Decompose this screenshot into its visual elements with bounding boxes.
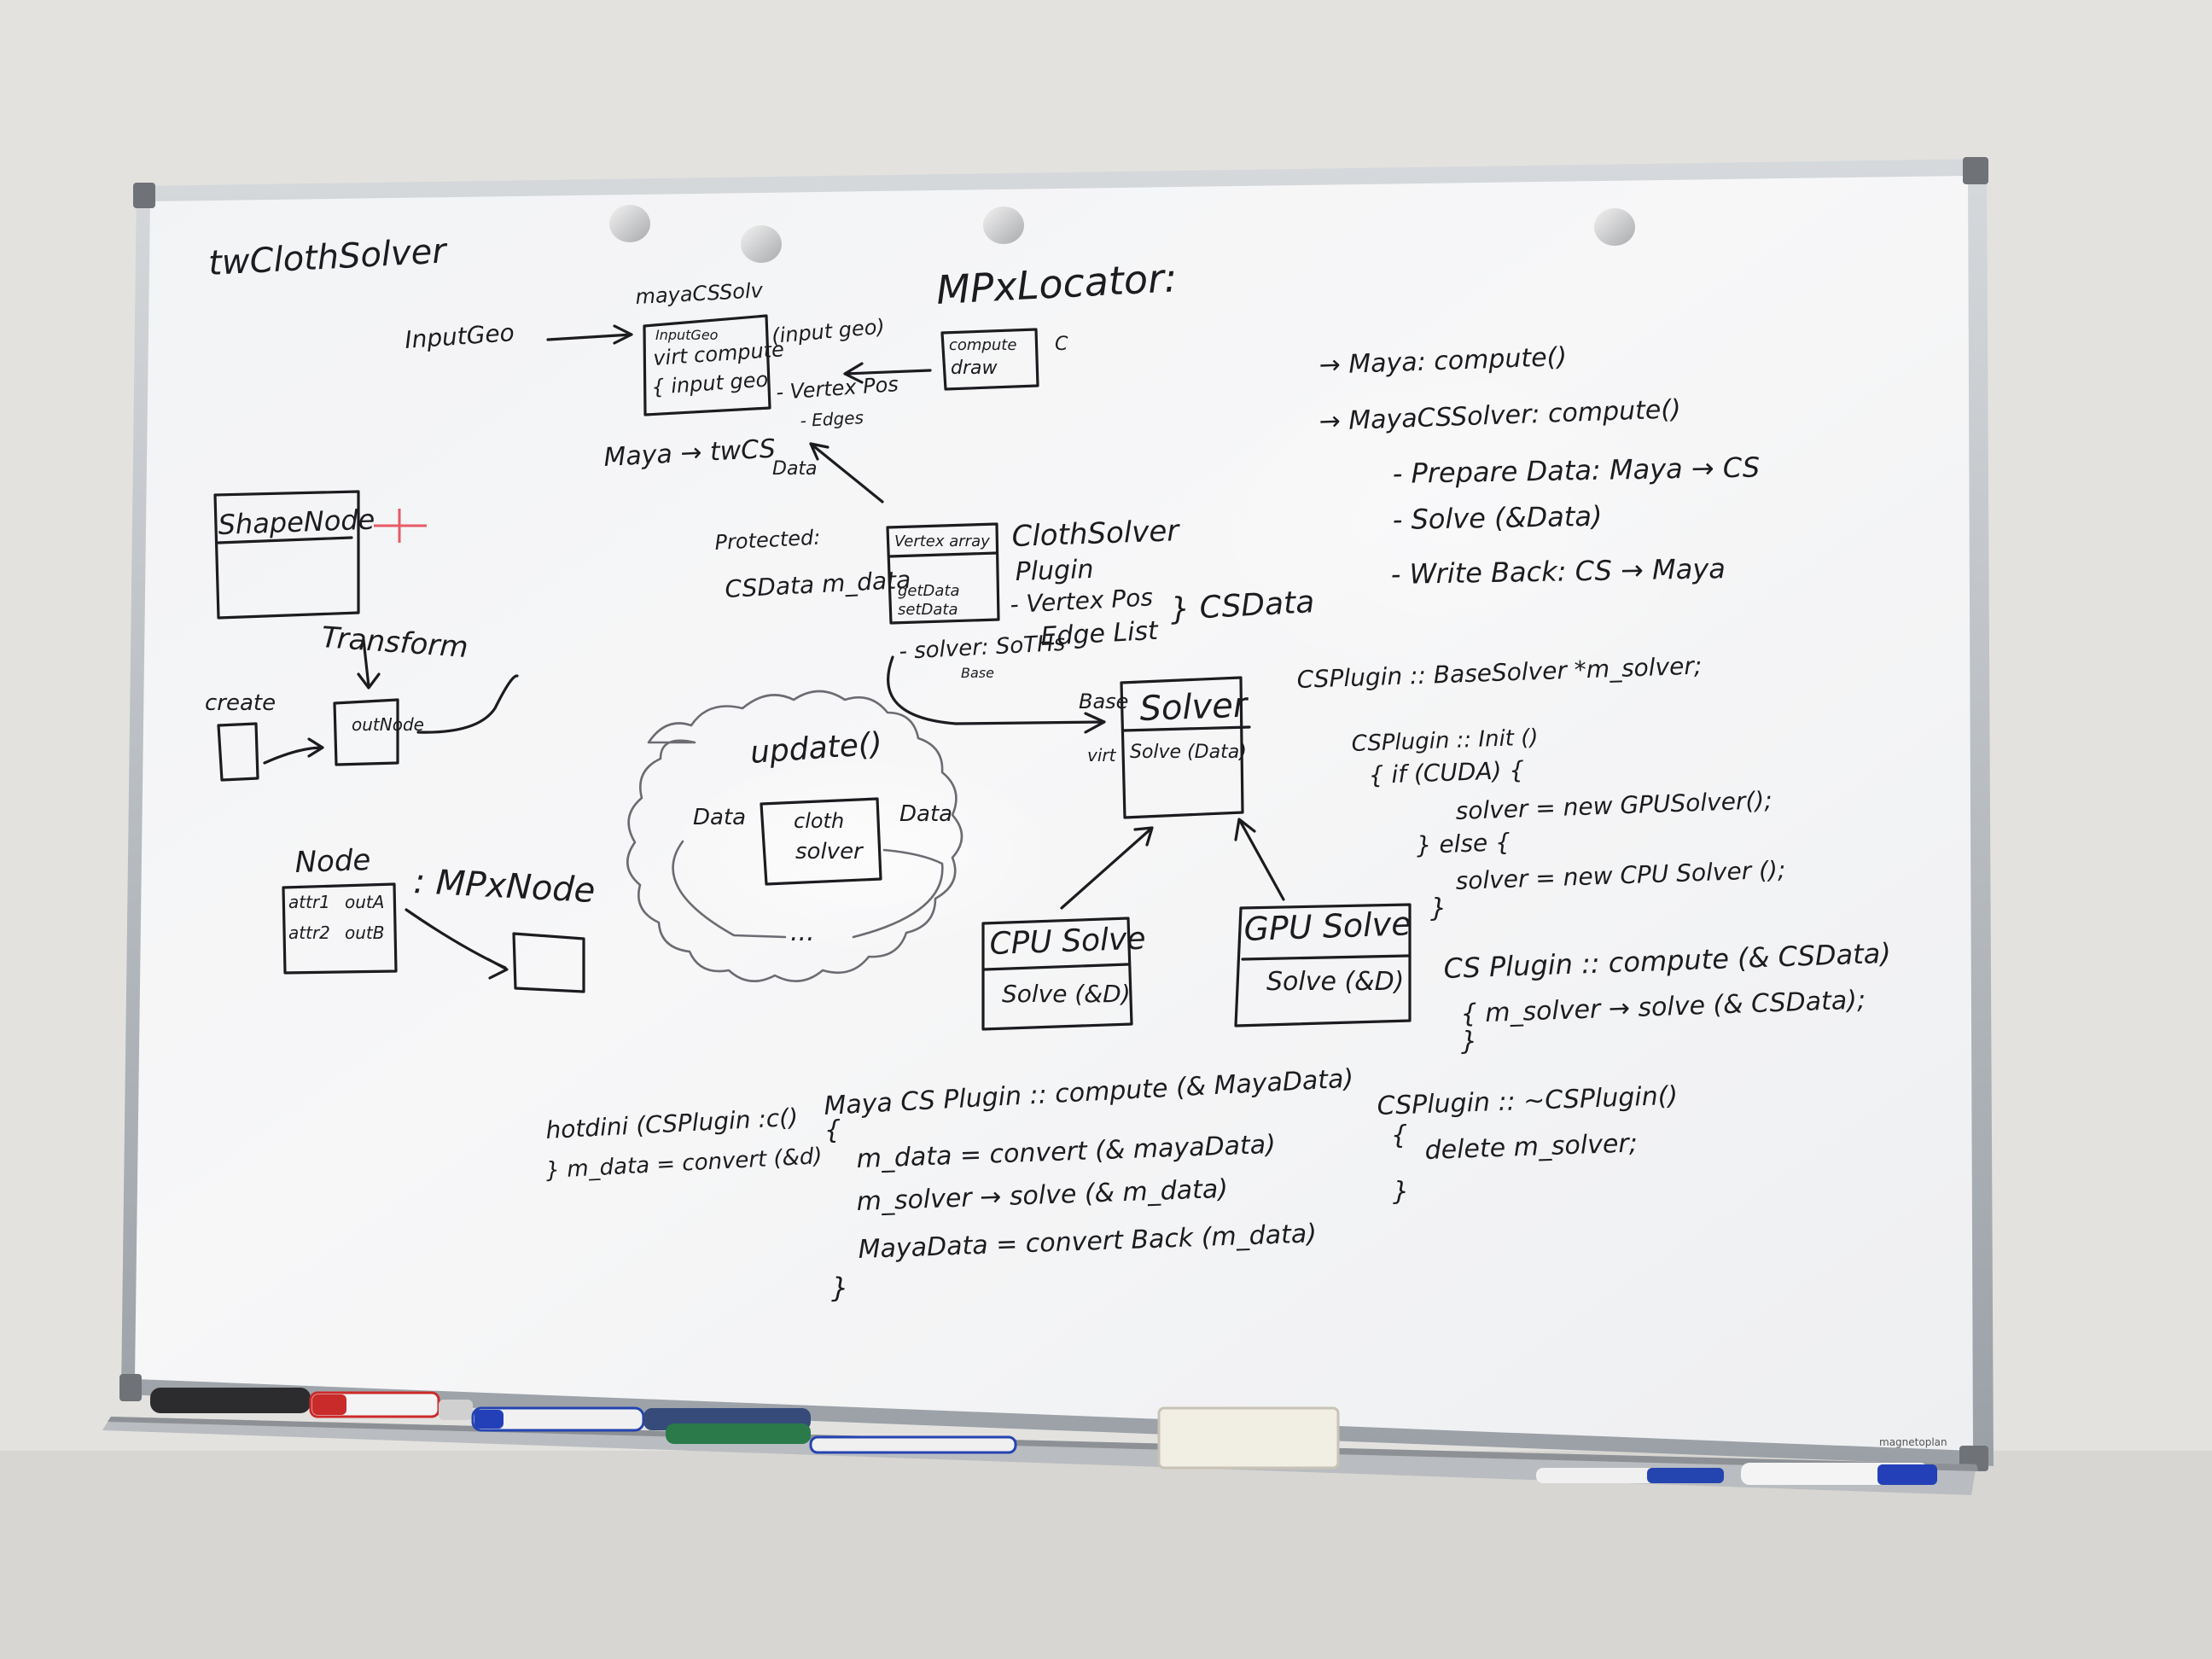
base-label: Base [1079, 690, 1128, 713]
gpu-divider [1241, 954, 1410, 961]
solver-ref-arrow [887, 655, 1106, 734]
init-close: } [1430, 894, 1447, 923]
solver-base: Base [961, 665, 994, 681]
plugin-getdata: getData [898, 582, 960, 600]
locator-c: C [1055, 334, 1068, 355]
markers: magnetoplan [150, 1388, 1947, 1485]
cloth-solver-label: ClothSolver [1011, 514, 1181, 554]
outnode-label: outNode [352, 714, 424, 735]
input-arrow [546, 324, 633, 345]
cloth-inner-box [760, 797, 882, 886]
gpu-title: GPU Solve [1243, 905, 1412, 948]
solver-divider [1121, 725, 1251, 732]
update-loop-left [672, 840, 787, 939]
brand-label: magnetoplan [1879, 1436, 1947, 1448]
plugin-edge-list: Edge List [1040, 616, 1160, 652]
node-label: Node [294, 843, 371, 880]
plugin-divider [888, 551, 998, 558]
init-if: { if (CUDA) { [1368, 756, 1525, 789]
data-arrow [809, 442, 884, 504]
node-out1: outA [345, 892, 384, 912]
locator-draw: draw [951, 358, 998, 379]
node-arrow [405, 908, 509, 980]
plugin-label: Plugin [1015, 555, 1094, 587]
node-box [282, 882, 398, 975]
solver-method: Solve (Data) [1130, 742, 1247, 763]
flow-solve: - Solve (&Data) [1392, 500, 1602, 536]
maya-node-edges: - Edges [800, 407, 864, 431]
update-dots: ... [790, 917, 815, 947]
outnode-curve [416, 674, 519, 734]
dtor-close: } [1393, 1177, 1409, 1207]
locator-box [940, 328, 1039, 391]
create-box [217, 722, 259, 782]
create-label: create [205, 690, 276, 716]
dtor-body: delete m_solver; [1424, 1128, 1638, 1166]
cloth-inner-1: cloth [794, 809, 844, 833]
maya-plugin-close: } [831, 1272, 848, 1304]
maya-to-tw-data: Data [772, 458, 818, 480]
cloth-inner-2: solver [795, 839, 864, 864]
red-mark [374, 509, 427, 543]
mpx-node-label: : MPxNode [412, 862, 596, 911]
create-arrow [263, 737, 324, 765]
node-out2: outB [345, 923, 384, 943]
marker-tray [102, 1417, 1976, 1495]
plugin-vertex-array: Vertex array [894, 533, 990, 550]
node-in1: attr1 [288, 892, 330, 912]
magnets [609, 205, 1635, 263]
update-cloud [626, 690, 963, 983]
gpu-method: Solve (&D) [1266, 967, 1404, 997]
plugin-setdata: setData [898, 601, 958, 619]
shape-node-underline [217, 536, 353, 544]
gpu-box [1234, 903, 1412, 1027]
init-else: } else { [1416, 828, 1511, 859]
solver-virt: virt [1087, 745, 1117, 765]
plugin-box [886, 522, 1000, 625]
cpu-divider [983, 963, 1130, 971]
cpu-title: CPU Solve [989, 922, 1146, 962]
shape-node-label: ShapeNode [218, 504, 375, 541]
maya-node-box [643, 314, 771, 416]
solver-box [1120, 676, 1244, 819]
compute-close: } [1461, 1027, 1477, 1057]
csdata-brace: } CSData [1169, 585, 1315, 627]
cpu-method: Solve (&D) [1002, 980, 1131, 1008]
locator-compute: compute [949, 336, 1016, 354]
update-data-left: Data [693, 805, 746, 830]
transform-arrow [357, 638, 381, 690]
node-in2: attr2 [288, 923, 330, 943]
locator-arrow [843, 362, 932, 384]
cpu-box [981, 917, 1133, 1031]
update-loop-right [852, 848, 944, 939]
protected-label: Protected: [714, 526, 821, 555]
flow-prepare-data: - Prepare Data: Maya → CS [1392, 451, 1760, 490]
dtor-open: { [1391, 1121, 1407, 1150]
flow-write-back: - Write Back: CS → Maya [1390, 552, 1726, 591]
mpx-node-box [512, 932, 585, 993]
outnode-box [333, 698, 399, 766]
update-data-right: Data [899, 801, 952, 827]
maya-node-line1: InputGeo [655, 327, 719, 343]
maya-plugin-open: { [824, 1115, 841, 1145]
cpu-inherit-arrow [1060, 826, 1154, 910]
shape-node-box [213, 490, 360, 620]
solver-title: Solver [1139, 686, 1250, 729]
gpu-inherit-arrow [1234, 818, 1285, 901]
